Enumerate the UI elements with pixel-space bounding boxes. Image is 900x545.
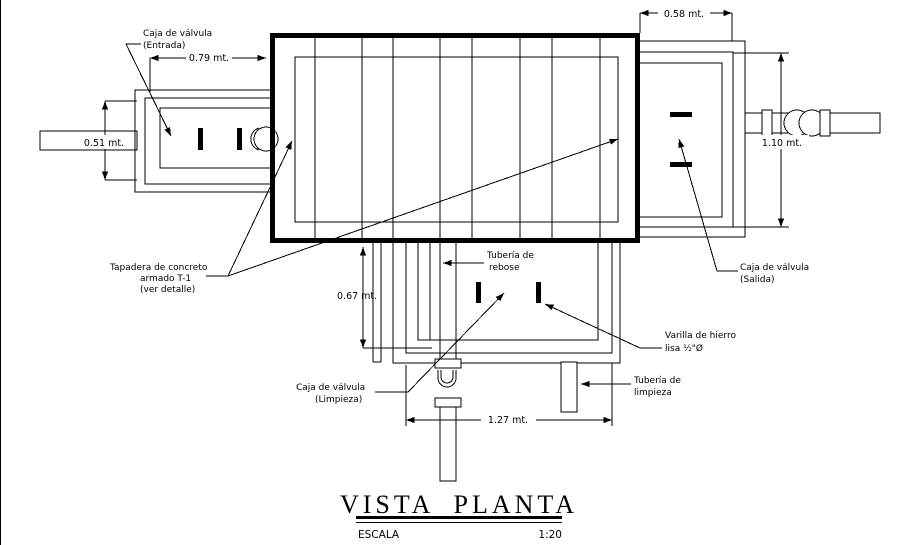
leader-tapadera-a	[227, 140, 293, 277]
inlet-box-mid-wall	[144, 97, 273, 185]
dimension-value: 0.51 mt.	[84, 138, 124, 149]
title-block: VISTA PLANTA ESCALA 1:20	[340, 490, 578, 541]
leader-caja-limpieza	[375, 292, 505, 393]
label-varilla-hierro: lisa ½"Ø	[665, 343, 703, 354]
scale-value: 1:20	[538, 529, 562, 541]
label-varilla-hierro: Varilla de hierro	[665, 331, 736, 341]
leader-salida	[678, 138, 738, 272]
dimension-051: 0.51 mt.	[79, 100, 137, 181]
drain-valve-arc-inner	[440, 370, 454, 384]
label-tuberia-rebose: rebose	[489, 263, 520, 273]
outlet-box-outer-wall	[637, 40, 746, 238]
cleaning-tube	[560, 361, 578, 413]
drain-valve-arc-outer	[437, 370, 457, 388]
inlet-valve-arc	[250, 127, 260, 151]
valve-stem-bar	[536, 282, 541, 303]
valve-stem-bar	[670, 112, 692, 117]
tank-inner-wall	[294, 56, 619, 223]
tank-outer-wall	[270, 33, 640, 243]
dimension-067: 0.67 mt.	[337, 247, 432, 349]
leader-lines	[125, 43, 738, 393]
dimension-127: 1.27 mt.	[405, 363, 613, 426]
dimension-value: 0.67 mt.	[337, 291, 377, 302]
title-rule-thick	[356, 516, 562, 519]
outlet-box-inner-wall	[637, 62, 723, 218]
valve-stem-bar	[476, 282, 481, 303]
leader-entrada	[125, 43, 172, 137]
label-caja-valvula-salida: (Salida)	[740, 275, 774, 285]
outlet-flange	[761, 109, 773, 137]
dimension-text-mask	[186, 51, 232, 64]
callout-labels: Caja de válvula (Entrada) Tapadera de co…	[109, 29, 809, 405]
dimension-value: 1.27 mt.	[488, 415, 528, 426]
leader-tapadera-b	[227, 138, 619, 277]
dimension-text-mask	[79, 135, 129, 149]
dimension-value: 0.58 mt.	[664, 9, 704, 20]
label-caja-valvula-salida: Caja de válvula	[740, 263, 809, 273]
drawing-title: VISTA PLANTA	[340, 490, 578, 519]
label-caja-valvula-limpieza: (Limpieza)	[315, 395, 362, 405]
dimension-text-mask	[481, 412, 536, 426]
outlet-flange	[819, 109, 831, 137]
cleaning-valve-box	[372, 240, 621, 482]
outlet-box-mid-wall	[637, 51, 734, 228]
label-tapadera: armado T-1	[140, 274, 191, 284]
valve-stem-bar	[670, 162, 692, 167]
dimension-text-mask	[658, 6, 710, 20]
label-tapadera: (ver detalle)	[140, 285, 195, 295]
drain-pipe-lower	[439, 406, 457, 482]
valve-stem-bar	[198, 128, 203, 150]
label-caja-valvula-limpieza: Caja de válvula	[296, 383, 365, 393]
dimension-value: 1.10 mt.	[762, 138, 802, 149]
main-tank	[270, 33, 640, 243]
label-tapadera: Tapadera de concreto	[109, 263, 208, 273]
inlet-pipe	[39, 130, 138, 151]
label-tuberia-limpieza: Tubería de	[633, 376, 681, 386]
scale-label: ESCALA	[358, 529, 400, 541]
label-tuberia-limpieza: limpieza	[634, 388, 672, 398]
leader-varilla	[544, 303, 662, 349]
dimension-value: 0.79 mt.	[189, 53, 229, 64]
valve-stem-bar	[237, 128, 242, 150]
label-caja-valvula-entrada: Caja de válvula	[143, 29, 212, 39]
dimension-058: 0.58 mt.	[639, 6, 733, 41]
label-tuberia-rebose: Tubería de	[486, 251, 534, 261]
drain-flange-lower	[434, 397, 462, 408]
dimension-079: 0.79 mt.	[149, 51, 266, 92]
inlet-valve-box	[39, 89, 279, 193]
label-caja-valvula-entrada: (Entrada)	[143, 41, 185, 51]
dimension-text-mask	[756, 135, 809, 149]
dimension-110: 1.10 mt.	[733, 52, 809, 228]
